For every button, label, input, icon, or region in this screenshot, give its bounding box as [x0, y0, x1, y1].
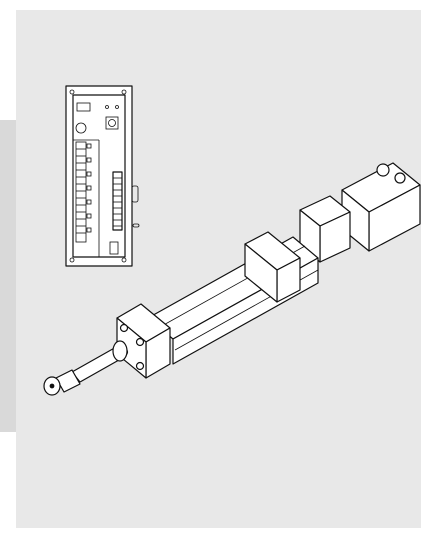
drive-screw-hole — [69, 89, 75, 95]
rod-nut — [55, 369, 81, 393]
terminal-block — [75, 141, 92, 243]
servo-drive-unit — [65, 85, 140, 267]
endcap-bolt — [135, 361, 145, 371]
side-tab — [0, 120, 16, 432]
rotary-switch — [105, 116, 119, 130]
endcap-bolt — [135, 337, 145, 347]
rotary-switch-knob — [108, 119, 116, 127]
serial-port — [131, 185, 139, 203]
drive-display — [76, 102, 91, 112]
motor-connector — [376, 163, 390, 177]
drive-port — [75, 122, 87, 134]
electric-cylinder-actuator — [43, 162, 421, 396]
led-indicator — [105, 105, 109, 109]
ribbon-connector — [112, 171, 123, 231]
clamp-front — [244, 243, 278, 303]
slot — [132, 223, 140, 228]
led-indicator — [115, 105, 119, 109]
rod-seal — [112, 340, 128, 362]
drive-screw-hole — [69, 257, 75, 263]
drive-screw-hole — [121, 257, 127, 263]
fuse — [109, 241, 119, 255]
drive-screw-hole — [121, 89, 127, 95]
endcap-bolt — [119, 323, 129, 333]
rod-end-bore — [49, 383, 55, 389]
motor-connector — [394, 172, 406, 184]
